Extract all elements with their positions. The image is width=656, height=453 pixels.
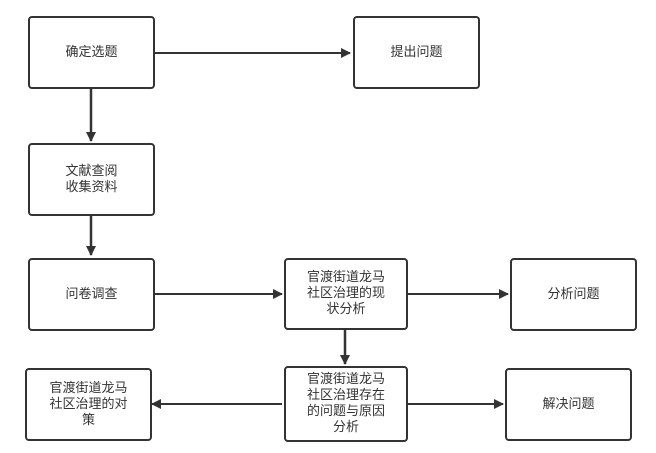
node-raise-problem-label: 提出问题 <box>390 44 443 60</box>
node-analyze-problem-label: 分析问题 <box>547 286 600 302</box>
node-select-topic: 确定选题 <box>28 16 155 89</box>
node-literature: 文献查阅 收集资料 <box>28 143 155 216</box>
node-solve-problem: 解决问题 <box>505 368 632 441</box>
node-literature-label: 文献查阅 收集资料 <box>65 163 118 195</box>
node-raise-problem: 提出问题 <box>353 16 480 89</box>
node-problems-causes-label: 官渡街道龙马 社区治理存在 的问题与原因 分析 <box>306 372 385 435</box>
node-countermeasures-label: 官渡街道龙马 社区治理的对 策 <box>49 380 128 428</box>
node-questionnaire: 问卷调查 <box>28 258 155 331</box>
node-questionnaire-label: 问卷调查 <box>65 286 118 302</box>
node-problems-causes: 官渡街道龙马 社区治理存在 的问题与原因 分析 <box>284 366 408 442</box>
node-status-analysis-label: 官渡街道龙马 社区治理的现 状分析 <box>306 270 385 317</box>
node-status-analysis: 官渡街道龙马 社区治理的现 状分析 <box>284 258 408 330</box>
node-analyze-problem: 分析问题 <box>510 258 637 331</box>
node-select-topic-label: 确定选题 <box>65 44 118 60</box>
node-solve-problem-label: 解决问题 <box>542 396 595 412</box>
node-countermeasures: 官渡街道龙马 社区治理的对 策 <box>25 368 152 441</box>
